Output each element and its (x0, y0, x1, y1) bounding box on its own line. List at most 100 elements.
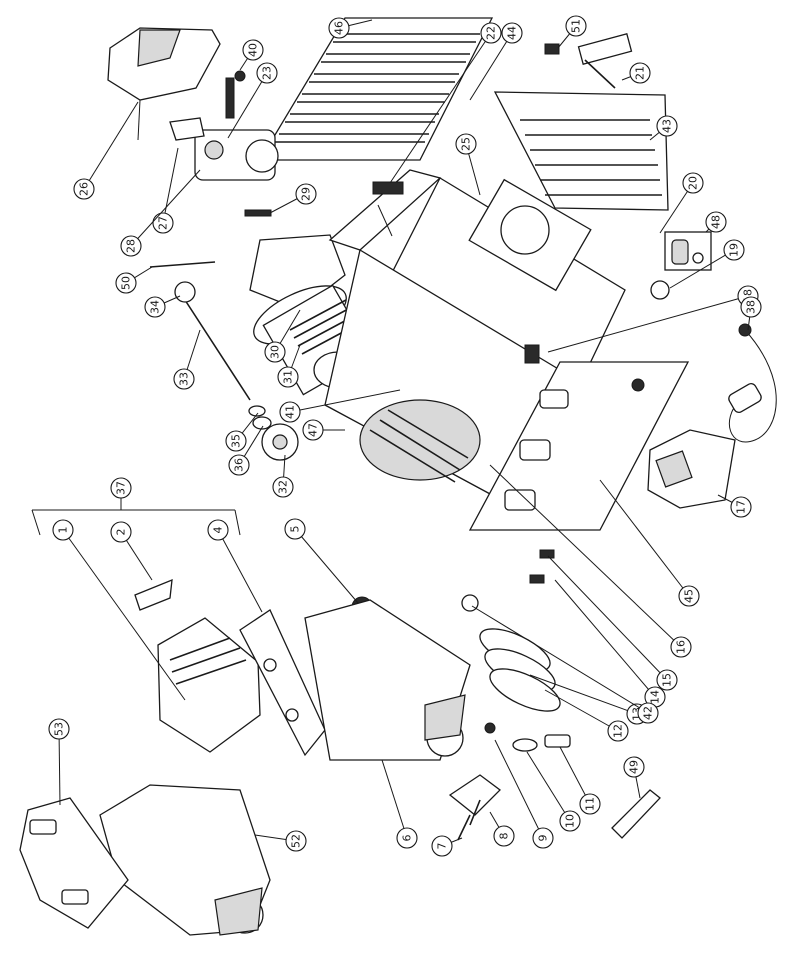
callout-7: 7 (431, 835, 463, 857)
drip-tray (304, 599, 471, 761)
callout-number: 30 (269, 345, 282, 359)
callout-circle (277, 366, 299, 388)
callout-circle (302, 419, 324, 441)
callout-48: 48 (705, 211, 727, 233)
callout-circle (272, 476, 294, 498)
callout-5: 5 (284, 518, 359, 604)
callout-4: 4 (207, 519, 263, 613)
tank-lid-bottom (19, 797, 129, 929)
assembly-group-bracket (31, 509, 241, 536)
callout-number: 48 (710, 215, 723, 229)
callout-36: 36 (228, 425, 264, 476)
callout-number: 38 (745, 300, 758, 314)
callout-number: 9 (537, 835, 550, 842)
callout-number: 37 (115, 481, 128, 495)
callout-number: 49 (628, 760, 641, 774)
callout-49: 49 (623, 756, 645, 799)
mount-bracket (448, 774, 501, 841)
leader-line (83, 101, 139, 190)
callout-circle (285, 830, 307, 852)
callout-circle (144, 296, 166, 318)
callout-25: 25 (455, 133, 481, 196)
callout-circle (455, 133, 477, 155)
grille-panel (258, 17, 494, 161)
callout-1: 1 (52, 519, 186, 701)
callout-number: 41 (284, 405, 297, 419)
callout-circle (48, 718, 70, 740)
main-unit-body (324, 169, 626, 511)
leader-line (547, 555, 668, 681)
callout-44: 44 (469, 22, 523, 101)
callout-number: 28 (125, 239, 138, 253)
callout-circle (559, 810, 581, 832)
callout-number: 15 (661, 673, 674, 687)
leader-line (389, 32, 492, 184)
callout-19: 19 (669, 239, 745, 289)
callout-circle (431, 835, 453, 857)
callout-45: 45 (599, 479, 700, 607)
callout-circle (120, 235, 142, 257)
callout-circle (579, 793, 601, 815)
callout-number: 33 (178, 372, 191, 386)
electrical-components (524, 231, 712, 364)
sealant-tube (611, 789, 661, 839)
callout-number: 53 (53, 722, 66, 736)
callout-number: 42 (642, 706, 655, 720)
callout-circle (228, 454, 250, 476)
leader-line (599, 479, 690, 597)
callout-number: 22 (485, 26, 498, 40)
callout-number: 25 (460, 137, 473, 151)
leader-line (526, 751, 571, 822)
callout-number: 10 (564, 814, 577, 828)
top-cover (107, 27, 221, 141)
leader-line (162, 147, 179, 224)
callout-number: 26 (78, 182, 91, 196)
water-tank-lid (134, 578, 261, 753)
callout-circle (396, 827, 418, 849)
callout-28: 28 (120, 169, 201, 257)
callout-number: 20 (687, 176, 700, 190)
callout-47: 47 (302, 419, 345, 441)
leader-line (554, 579, 656, 698)
callout-circle (480, 22, 502, 44)
callout-22: 22 (389, 22, 502, 184)
callout-number: 17 (735, 500, 748, 514)
callout-2: 2 (110, 521, 153, 581)
callout-circle (501, 22, 523, 44)
power-cord (728, 323, 777, 443)
callout-8: 8 (489, 811, 515, 847)
callout-16: 16 (489, 464, 692, 658)
callout-29: 29 (269, 183, 317, 214)
callout-number: 50 (120, 276, 133, 290)
callout-11: 11 (559, 746, 601, 815)
callout-circle (656, 115, 678, 137)
callout-number: 47 (307, 423, 320, 437)
callout-number: 34 (149, 300, 162, 314)
callout-circle (284, 518, 306, 540)
callout-circle (242, 39, 264, 61)
callout-37: 37 (110, 477, 132, 510)
leader-line (494, 739, 544, 839)
callout-circle (723, 239, 745, 261)
callout-9: 9 (494, 739, 554, 849)
callout-circle (110, 521, 132, 543)
callout-number: 7 (436, 843, 449, 850)
callout-23: 23 (227, 62, 278, 139)
callout-circle (740, 296, 762, 318)
callout-number: 51 (570, 19, 583, 33)
rear-grille (493, 91, 669, 211)
small-bracket (244, 209, 272, 217)
side-panel (468, 361, 690, 531)
callout-circle (678, 585, 700, 607)
callout-number: 11 (584, 797, 597, 811)
callout-circle (629, 62, 651, 84)
callout-number: 43 (661, 119, 674, 133)
leader-line (559, 746, 591, 805)
callout-circle (682, 172, 704, 194)
callout-10: 10 (526, 751, 581, 832)
callout-number: 45 (683, 589, 696, 603)
callout-number: 44 (506, 26, 519, 40)
leader-line (217, 529, 263, 613)
callout-number: 23 (261, 66, 274, 80)
